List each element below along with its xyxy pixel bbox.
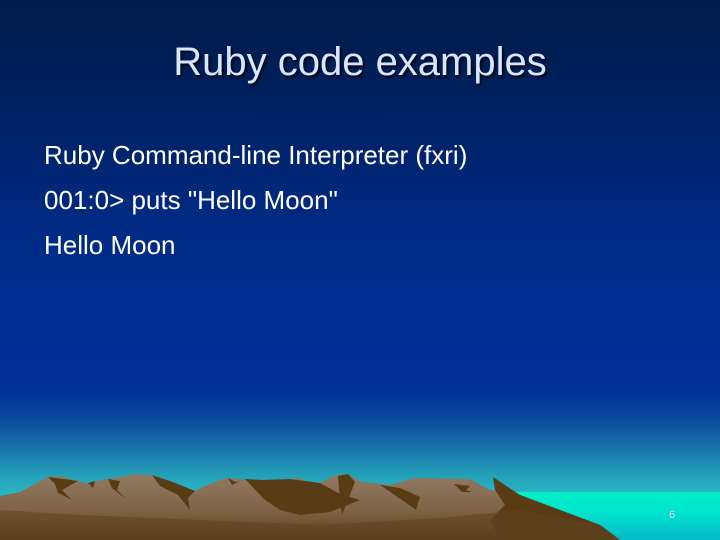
slide-title: Ruby code examples [173,40,547,84]
body-line-interpreter-heading: Ruby Command-line Interpreter (fxri) [44,140,468,170]
slide-page-number: 6 [669,509,676,521]
mountain-range-decoration [0,474,620,540]
body-line-command: 001:0> puts "Hello Moon" [44,185,338,215]
slide-body: Ruby Command-line Interpreter (fxri) 001… [44,133,467,268]
body-line-output: Hello Moon [44,230,176,260]
